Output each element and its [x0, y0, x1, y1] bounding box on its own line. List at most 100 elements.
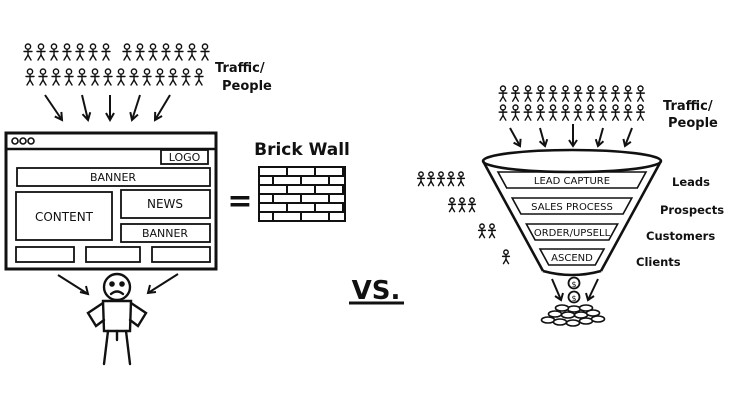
dollar-coin-icon	[567, 290, 581, 304]
funnel-side-label: Clients	[636, 255, 681, 269]
footer-box	[151, 246, 211, 263]
sales-funnel	[481, 148, 663, 277]
funnel-side-people	[416, 171, 511, 265]
person-icon	[62, 43, 72, 61]
banner-side-box	[120, 223, 211, 243]
funnel-side-label: Prospects	[660, 203, 724, 217]
left-traffic-arrows	[44, 94, 171, 123]
coin-icon	[565, 319, 581, 327]
person-icon	[155, 68, 165, 86]
person-icon	[548, 85, 558, 102]
person-icon	[573, 85, 583, 102]
person-icon	[611, 85, 620, 102]
person-icon	[174, 43, 184, 61]
person-icon	[536, 85, 545, 102]
person-icon	[498, 104, 508, 121]
person-icon	[64, 68, 74, 86]
person-icon	[426, 171, 436, 187]
person-icon	[623, 85, 633, 102]
money-output: $ $	[540, 276, 606, 327]
person-icon	[586, 85, 595, 102]
window-dot-icon	[19, 137, 27, 145]
person-icon	[598, 85, 608, 102]
coin-icon	[547, 310, 563, 318]
person-icon	[623, 104, 633, 121]
person-icon	[194, 68, 204, 86]
dollar-coin-icon	[567, 276, 581, 290]
person-icon	[36, 43, 46, 61]
arrow-icon	[129, 94, 141, 122]
person-icon	[416, 171, 426, 187]
funnel-stage-band	[525, 223, 619, 241]
person-icon	[523, 104, 533, 121]
person-icon	[511, 85, 520, 102]
coin-icon	[578, 317, 594, 325]
funnel-stage-label: ORDER/UPSELL	[534, 228, 611, 239]
person-icon	[51, 68, 61, 86]
funnel-stage-label: SALES PROCESS	[531, 202, 613, 213]
person-icon	[457, 197, 467, 213]
logo-text: LOGO	[169, 151, 201, 164]
right-traffic-arrows	[509, 124, 633, 148]
coin-icon	[552, 318, 568, 326]
content-box	[15, 191, 113, 241]
person-icon	[536, 104, 545, 121]
left-traffic-label-1: Traffic/	[215, 61, 265, 76]
person-icon	[200, 43, 210, 61]
right-traffic-label-2: People	[668, 116, 718, 131]
coin-icon	[554, 304, 570, 312]
funnel-stage-band	[496, 171, 648, 189]
person-icon	[561, 85, 570, 102]
window-dot-icon	[11, 137, 19, 145]
person-icon	[181, 68, 191, 86]
person-icon	[135, 43, 145, 61]
person-icon	[611, 104, 620, 121]
person-icon	[548, 104, 558, 121]
person-icon	[467, 197, 477, 213]
coin-icon	[573, 311, 589, 319]
person-icon	[573, 104, 583, 121]
person-icon	[586, 104, 595, 121]
news-text: NEWS	[147, 197, 183, 211]
news-box	[120, 189, 211, 219]
coin-icon	[566, 305, 582, 313]
right-traffic-crowd	[498, 85, 645, 121]
equals-sign: =	[227, 184, 252, 219]
person-icon	[187, 43, 197, 61]
person-icon	[501, 249, 511, 265]
person-icon	[498, 85, 508, 102]
person-icon	[38, 68, 48, 86]
funnel-stage-label: LEAD CAPTURE	[534, 176, 610, 187]
coin-icon	[578, 304, 594, 312]
dollar-coin-symbol: $	[571, 294, 576, 303]
person-icon	[436, 171, 446, 187]
arrow-icon	[594, 127, 605, 148]
arrow-icon	[44, 94, 64, 122]
person-icon	[75, 43, 85, 61]
person-icon	[90, 68, 100, 86]
banner-top-text: BANNER	[90, 171, 136, 184]
person-icon	[561, 104, 570, 121]
person-icon	[511, 104, 520, 121]
left-traffic-crowd	[23, 43, 210, 86]
sad-person-icon	[86, 272, 148, 366]
brick-wall-label: Brick Wall	[254, 140, 350, 160]
coin-icon	[585, 309, 601, 317]
funnel-side-label: Leads	[672, 175, 710, 189]
coin-pile-icon	[540, 304, 606, 327]
person-icon	[25, 68, 35, 86]
person-icon	[161, 43, 171, 61]
person-icon	[142, 68, 152, 86]
person-icon	[487, 223, 497, 239]
right-traffic-label-1: Traffic/	[663, 99, 713, 114]
person-icon	[636, 85, 645, 102]
left-traffic-label-2: People	[222, 79, 272, 94]
footer-box	[85, 246, 141, 263]
logo-box	[160, 149, 209, 165]
person-icon	[446, 171, 456, 187]
brick-wall-icon	[258, 166, 346, 222]
coin-icon	[560, 311, 576, 319]
